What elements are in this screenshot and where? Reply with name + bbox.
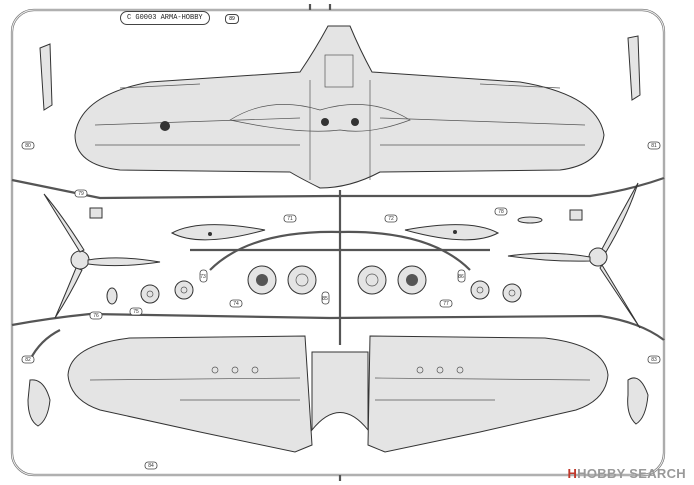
svg-text:72: 72: [388, 216, 394, 222]
part-number-tag: 76: [89, 311, 103, 320]
left-drop-tank-part: [170, 224, 266, 241]
svg-text:78: 78: [498, 209, 504, 215]
svg-text:71: 71: [287, 216, 293, 222]
left-propeller-part: [43, 193, 161, 319]
svg-text:81: 81: [651, 143, 657, 149]
part-number-tag: 73: [199, 269, 208, 283]
sprue-code-label: C G0003 ARMA-HOBBY: [120, 11, 210, 25]
center-bay-part: [311, 351, 369, 432]
svg-text:82: 82: [25, 357, 31, 363]
svg-text:73: 73: [200, 274, 206, 280]
upper-wing-part: [74, 25, 605, 189]
svg-text:84: 84: [148, 463, 154, 469]
part-number-tags: 71 72 73 74 75 76 77 78 79 80 81 82 83 8…: [21, 141, 661, 470]
part-number-tag: 81: [647, 141, 661, 150]
part-number-tag: 75: [129, 307, 143, 316]
part-number-tag: 84: [144, 461, 158, 470]
part-number-tag: 85: [321, 291, 330, 305]
part-number-tag: 83: [647, 355, 661, 364]
svg-text:80: 80: [25, 143, 31, 149]
part-number-tag: 78: [494, 207, 508, 216]
svg-text:74: 74: [233, 301, 239, 307]
part-number-tag: 86: [457, 269, 466, 283]
right-propeller-part: [507, 182, 641, 329]
corner-tag: 89: [225, 14, 239, 24]
watermark-brand: HOBBY SEARCH: [577, 466, 686, 481]
svg-text:83: 83: [651, 357, 657, 363]
part-number-tag: 82: [21, 355, 35, 364]
part-number-tag: 74: [229, 299, 243, 308]
wheel-parts: [140, 265, 522, 304]
part-number-tag: 77: [439, 299, 453, 308]
part-number-tag: 80: [21, 141, 35, 150]
lower-runner: [11, 312, 665, 341]
part-number-tag: 71: [283, 214, 297, 223]
part-number-tag: 79: [74, 189, 88, 198]
right-drop-tank-part: [404, 224, 500, 241]
svg-text:86: 86: [458, 274, 464, 280]
small-parts: [27, 35, 649, 427]
frame-gates: [308, 4, 342, 481]
lower-right-wing-part: [367, 335, 609, 453]
hobbysearch-watermark: HHOBBY SEARCH: [567, 466, 686, 481]
svg-text:79: 79: [78, 191, 84, 197]
svg-text:77: 77: [443, 301, 449, 307]
lower-left-wing-part: [67, 335, 313, 453]
svg-text:85: 85: [322, 296, 328, 302]
svg-text:76: 76: [93, 313, 99, 319]
svg-text:75: 75: [133, 309, 139, 315]
part-number-tag: 72: [384, 214, 398, 223]
watermark-prefix: H: [567, 466, 578, 481]
upper-runner: [11, 176, 665, 200]
